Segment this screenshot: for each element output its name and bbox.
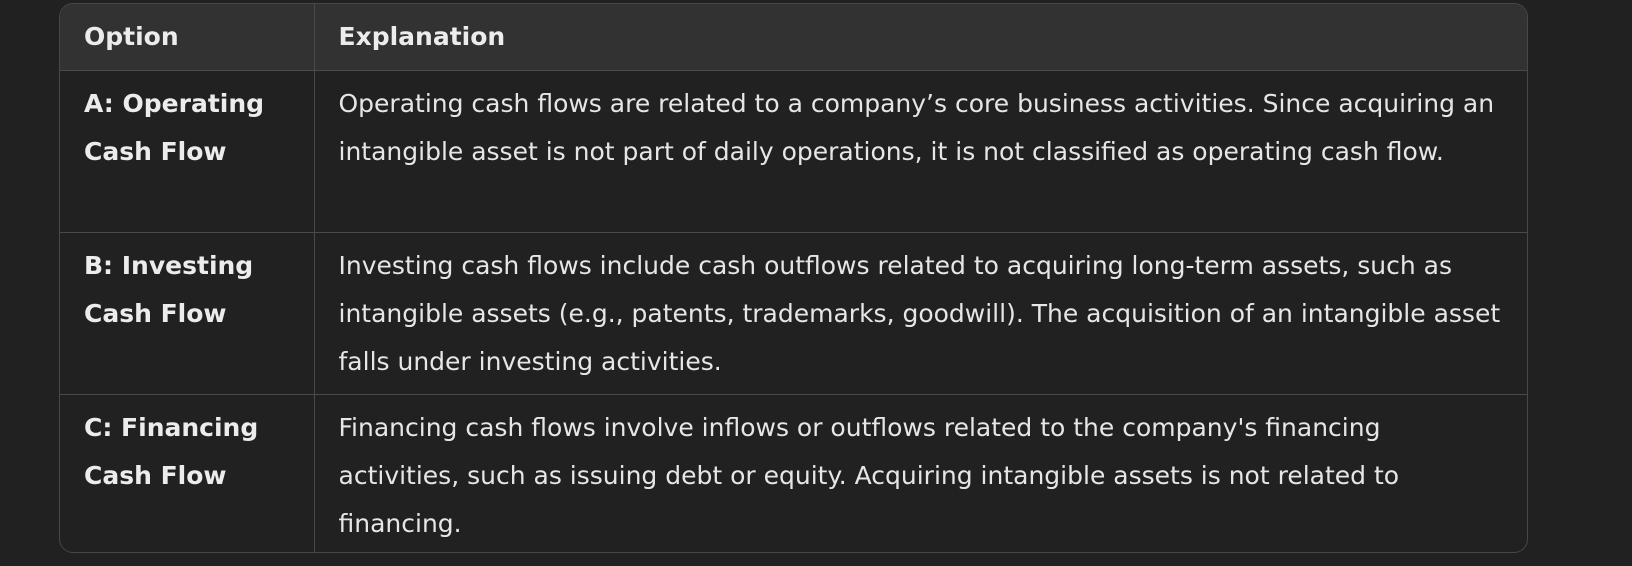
header-explanation: Explanation [314,4,1527,71]
table-header: Option Explanation [60,4,1527,71]
explanation-cell: Financing cash flows involve inflows or … [314,393,1527,552]
explanation-cell: Operating cash flows are related to a co… [338,88,1495,166]
option-cell: A: Operating Cash Flow [60,70,315,232]
header-row: Option Explanation [60,4,1527,71]
options-table: Option Explanation A: Operating Cash Flo… [60,4,1527,552]
comparison-table: Option Explanation A: Operating Cash Flo… [59,3,1528,553]
explanation-cell: Investing cash flows include cash outflo… [314,231,1527,394]
table-row: B: Investing Cash Flow Investing cash fl… [60,231,1527,394]
header-option: Option [60,4,315,71]
table-row: A: Operating Cash Flow Operating cash fl… [60,70,1527,232]
option-cell: B: Investing Cash Flow [60,231,315,394]
table-row: C: Financing Cash Flow Financing cash fl… [60,393,1527,552]
option-cell: C: Financing Cash Flow [60,393,315,552]
table-body: A: Operating Cash Flow Operating cash fl… [60,70,1527,552]
